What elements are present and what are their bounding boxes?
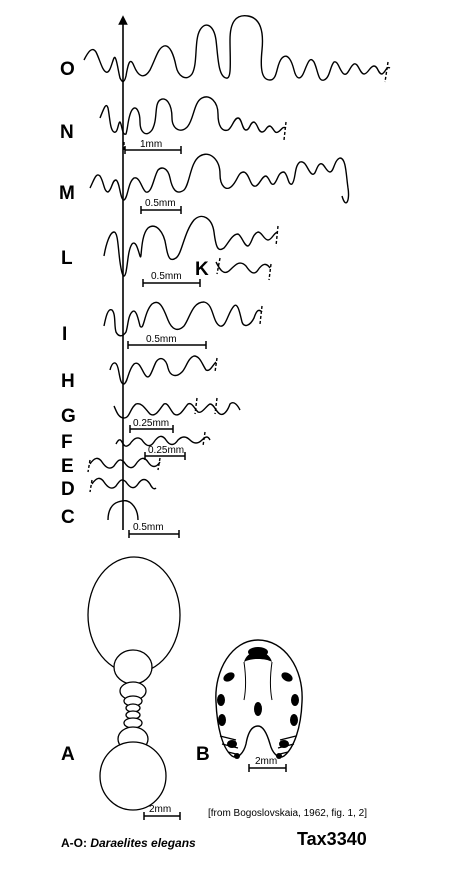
suture-c [107, 499, 139, 521]
label-o: O [60, 59, 75, 80]
label-n: N [60, 122, 74, 143]
scale-label-a: 2mm [149, 804, 172, 815]
scale-label-m: 0.5mm [145, 198, 176, 209]
source-citation: [from Bogoslovskaia, 1962, fig. 1, 2] [208, 808, 367, 819]
label-m: M [59, 183, 75, 204]
suture-h [109, 355, 217, 385]
label-g: G [61, 406, 76, 427]
suture-l [103, 215, 279, 277]
species-caption: A-O: Daraelites elegans [61, 836, 196, 850]
suture-o [83, 15, 391, 83]
species-name: Daraelites elegans [90, 836, 196, 850]
suture-d [91, 477, 157, 490]
tax-id: Tax3340 [297, 829, 367, 849]
scale-label-f: 0.25mm [148, 445, 185, 456]
suture-g [113, 401, 241, 419]
suture-k [215, 261, 271, 274]
suture-n [99, 96, 287, 135]
label-l: L [61, 248, 73, 269]
label-k: K [195, 259, 209, 280]
suture-e [89, 457, 161, 469]
label-f: F [61, 432, 73, 453]
label-d: D [61, 479, 75, 500]
scale-label-c: 0.5mm [133, 522, 164, 533]
cross-section-drawing [215, 639, 303, 759]
suture-i [103, 301, 263, 337]
suture-f [115, 435, 211, 447]
scale-label-n: 1mm [140, 139, 163, 150]
scale-label-g: 0.25mm [133, 418, 170, 429]
label-h: H [61, 371, 75, 392]
label-b: B [196, 744, 210, 765]
label-a: A [61, 744, 75, 765]
label-e: E [61, 456, 74, 477]
label-i: I [62, 324, 68, 345]
species-prefix: A-O: [61, 836, 91, 850]
suture-m [89, 153, 350, 204]
label-c: C [61, 507, 75, 528]
scale-label-i: 0.5mm [146, 334, 177, 345]
protoconch-drawing [87, 556, 181, 811]
scale-label-b: 2mm [255, 756, 278, 767]
scale-label-l: 0.5mm [151, 271, 182, 282]
